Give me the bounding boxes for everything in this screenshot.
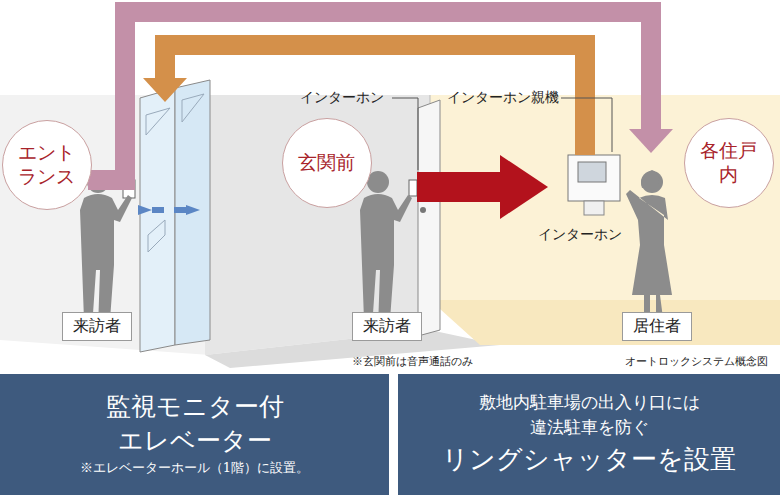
visitor-figure xyxy=(356,171,412,328)
role-tag: 来訪者 xyxy=(352,312,422,341)
place-circle: 玄関前 xyxy=(282,118,372,208)
intercom-master xyxy=(568,155,620,201)
node-subtext: リングシャッターを設置 xyxy=(442,440,736,479)
glass-door xyxy=(175,80,210,345)
arrowhead xyxy=(629,129,673,153)
node-subtext: ※エレベーターホール（1階）に設置。 xyxy=(80,458,309,479)
node-text: エントランス xyxy=(18,141,77,189)
place-circle: エントランス xyxy=(2,120,92,210)
call-arrowhead xyxy=(500,155,548,219)
resident-figure xyxy=(626,170,672,326)
part-label: インターホン親機 xyxy=(447,89,559,107)
node-text: 来訪者 xyxy=(73,316,121,337)
leader-line xyxy=(561,98,612,152)
unlock-arrow xyxy=(165,45,585,155)
slide-arrow xyxy=(138,205,152,215)
node-text: 各住戸内 xyxy=(700,139,759,187)
node-text: 玄関前 xyxy=(298,151,357,175)
node-text: 来訪者 xyxy=(363,316,411,337)
feature-panel: 監視モニター付 エレベーター※エレベーターホール（1階）に設置。 xyxy=(0,374,389,495)
slide-arrow xyxy=(152,207,164,213)
unlock-arrowhead xyxy=(143,78,187,102)
node-text: 監視モニター付 エレベーター xyxy=(75,390,315,458)
glass-reflection xyxy=(182,94,204,122)
hall-wall xyxy=(205,95,430,355)
entrance-panel xyxy=(123,180,135,198)
room-floor xyxy=(430,300,780,345)
feature-panel: 敷地内駐車場の出入り口には 違法駐車を防ぐリングシャッターを設置 xyxy=(398,374,780,495)
glass-reflection xyxy=(148,220,165,252)
part-label: インターホン xyxy=(300,89,384,107)
access-arrow xyxy=(88,12,673,180)
node-text: 居住者 xyxy=(633,316,681,337)
role-tag: 居住者 xyxy=(622,312,692,341)
door-knob xyxy=(420,207,426,213)
slide-arrow xyxy=(186,205,200,215)
front-door xyxy=(418,100,440,336)
intercom-handset xyxy=(584,201,604,215)
place-circle: 各住戸内 xyxy=(684,118,774,208)
visitor-figure xyxy=(76,171,132,328)
leader-line xyxy=(392,98,418,170)
door-intercom xyxy=(409,180,417,196)
glass-door xyxy=(140,88,175,352)
node-text: 敷地内駐車場の出入り口には 違法駐車を防ぐ xyxy=(459,390,719,439)
intercom-screen xyxy=(578,162,606,182)
slide-arrow xyxy=(174,207,186,213)
figure-caption: オートロックシステム概念図 xyxy=(625,354,768,369)
note-text: ※玄関前は音声通話のみ xyxy=(352,354,473,369)
role-tag: 来訪者 xyxy=(62,312,132,341)
glass-reflection xyxy=(146,108,170,135)
call-arrow xyxy=(417,172,505,202)
part-label: インターホン xyxy=(538,226,622,244)
